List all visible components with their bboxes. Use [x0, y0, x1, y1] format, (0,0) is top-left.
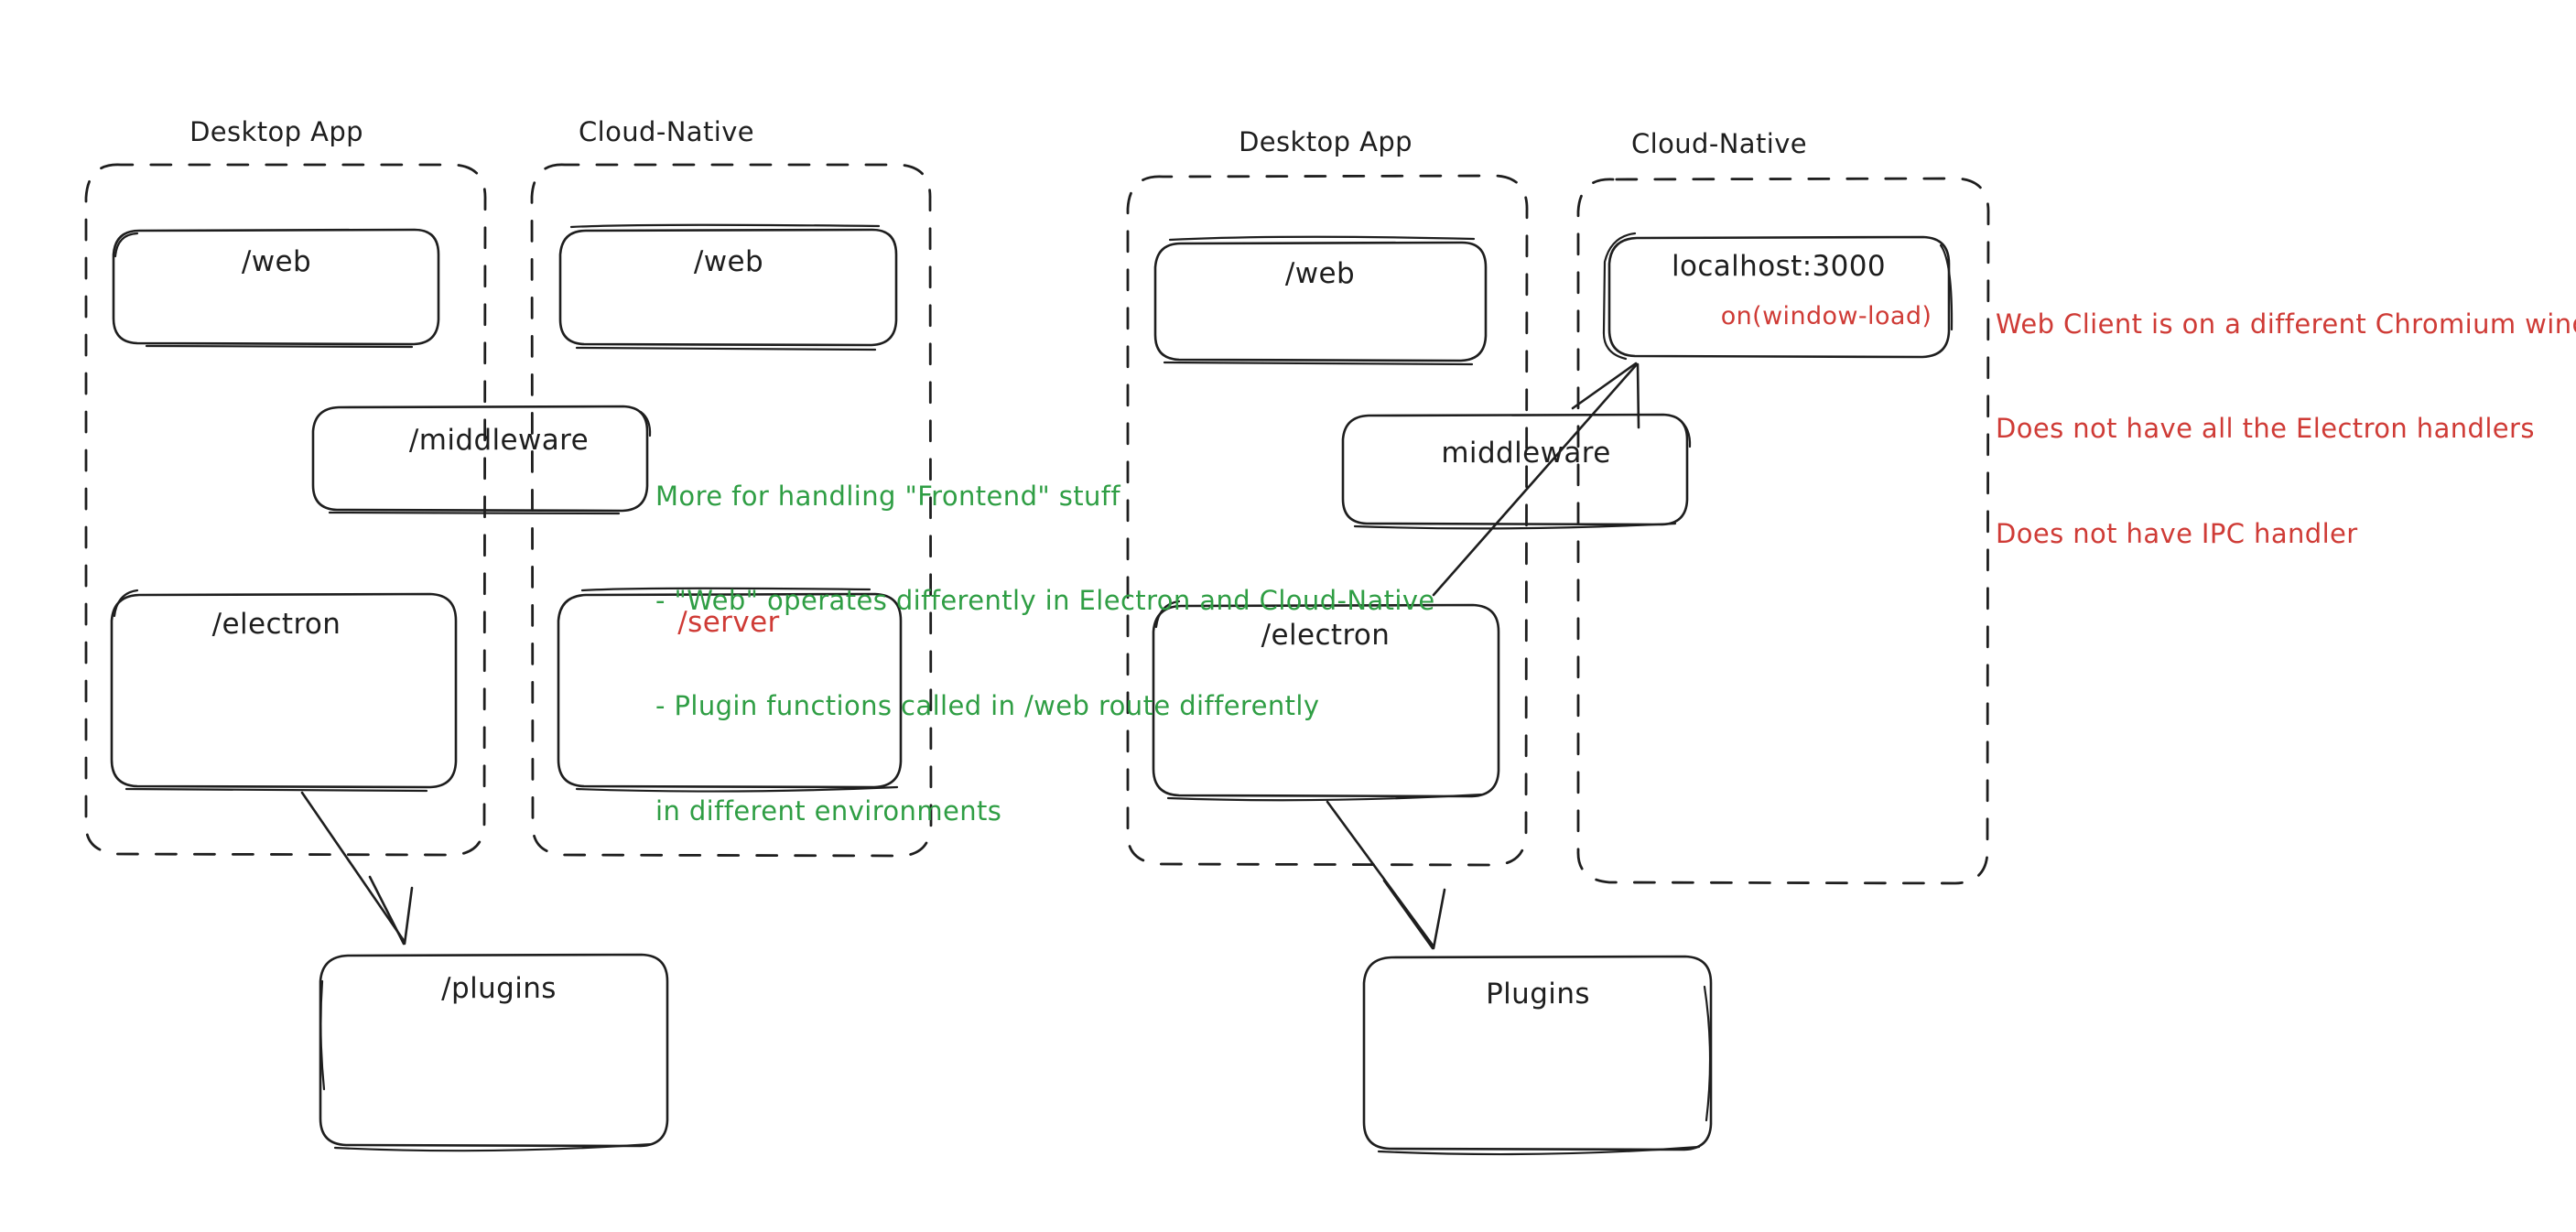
node-label-right-electron: /electron	[1261, 619, 1391, 652]
group-left-cloud-container	[530, 163, 933, 858]
group-title-right-cloud: Cloud-Native	[1631, 128, 1807, 159]
arrow-left-electron-to-plugins	[300, 791, 414, 946]
node-right-middleware-shape	[1341, 413, 1692, 530]
group-title-left-cloud: Cloud-Native	[579, 116, 754, 147]
node-left-plugins-shape	[319, 953, 669, 1152]
node-right-electron-shape	[1152, 600, 1500, 802]
annotation-red-note: Web Client is on a different Chromium wi…	[1996, 236, 2576, 621]
group-right-desktop-container	[1126, 174, 1529, 867]
node-label-left-middleware: /middleware	[408, 424, 590, 457]
annotation-green-note: More for handling "Frontend" stuff - "We…	[655, 408, 1435, 899]
node-right-localhost-shape	[1602, 232, 1954, 361]
node-label-left-cloud-web: /web	[693, 245, 764, 278]
node-sublabel-right-localhost-on-window-load: on(window-load)	[1720, 302, 1932, 330]
group-title-left-desktop: Desktop App	[189, 116, 363, 147]
group-title-right-desktop: Desktop App	[1239, 126, 1412, 157]
arrow-right-electron-to-localhost	[1432, 362, 1640, 597]
node-right-plugins-shape	[1362, 955, 1713, 1156]
node-label-left-desktop-web: /web	[241, 245, 312, 278]
annotation-green-line-4: in different environments	[655, 794, 1002, 827]
node-label-right-desktop-web: /web	[1284, 257, 1356, 290]
arrow-right-electron-to-plugins	[1326, 800, 1446, 950]
node-right-desktop-web-shape	[1153, 235, 1488, 366]
node-left-cloud-web-shape	[558, 223, 898, 351]
node-left-electron-shape	[110, 589, 458, 793]
group-left-desktop-container	[84, 163, 487, 857]
node-label-right-localhost: localhost:3000	[1671, 250, 1887, 283]
node-label-right-plugins: Plugins	[1486, 978, 1590, 1010]
annotation-red-line-3: Does not have IPC handler	[1996, 518, 2358, 550]
node-label-left-electron: /electron	[211, 608, 341, 641]
node-left-middleware-shape	[311, 405, 652, 515]
node-label-right-middleware: middleware	[1441, 437, 1611, 470]
annotation-red-line-1: Web Client is on a different Chromium wi…	[1996, 308, 2576, 340]
node-left-server-shape	[557, 587, 903, 793]
node-label-left-server: /server	[677, 606, 780, 639]
annotation-green-line-3: - Plugin functions called in /web route …	[655, 690, 1320, 722]
annotation-green-line-1: More for handling "Frontend" stuff	[655, 480, 1121, 512]
annotation-red-line-2: Does not have all the Electron handlers	[1996, 413, 2535, 445]
node-left-desktop-web-shape	[112, 228, 440, 349]
node-label-left-plugins: /plugins	[441, 972, 557, 1005]
annotation-green-line-2: - "Web" operates differently in Electron…	[655, 585, 1435, 617]
group-right-cloud-container	[1576, 177, 1990, 885]
